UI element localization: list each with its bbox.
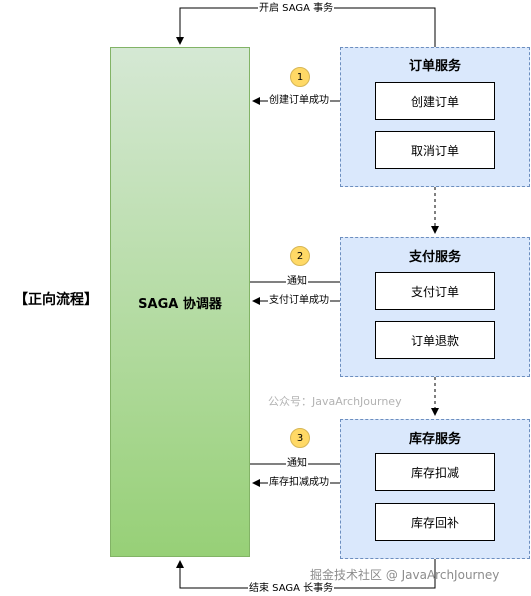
order-service-title: 订单服务 — [408, 59, 461, 74]
start-saga-label: 开启 SAGA 事务 — [258, 2, 335, 15]
step-badge-2: 2 — [290, 246, 310, 266]
pay-order-box: 支付订单 — [375, 272, 495, 310]
watermark-top: 公众号：JavaArchJourney — [268, 395, 402, 408]
order-success-label: 创建订单成功 — [268, 94, 330, 107]
payment-notify-label: 通知 — [286, 275, 308, 288]
cancel-order-box: 取消订单 — [375, 131, 495, 169]
inventory-service-title: 库存服务 — [408, 432, 461, 447]
step-badge-3: 3 — [290, 428, 310, 448]
refund-order-box: 订单退款 — [375, 321, 495, 359]
create-order-box: 创建订单 — [375, 82, 495, 120]
inventory-notify-label: 通知 — [286, 457, 308, 470]
deduct-stock-box: 库存扣减 — [375, 453, 495, 491]
flow-direction-label: 【正向流程】 — [14, 292, 98, 308]
step-badge-1: 1 — [290, 67, 310, 87]
watermark-bottom: 掘金技术社区 @ JavaArchJourney — [310, 568, 500, 582]
saga-coordinator-title: SAGA 协调器 — [138, 297, 222, 312]
saga-coordinator — [110, 47, 250, 557]
restore-stock-box: 库存回补 — [375, 503, 495, 541]
payment-service-title: 支付服务 — [408, 250, 461, 265]
inventory-success-label: 库存扣减成功 — [268, 476, 330, 489]
end-saga-label: 结束 SAGA 长事务 — [248, 582, 335, 595]
payment-success-label: 支付订单成功 — [268, 294, 330, 307]
